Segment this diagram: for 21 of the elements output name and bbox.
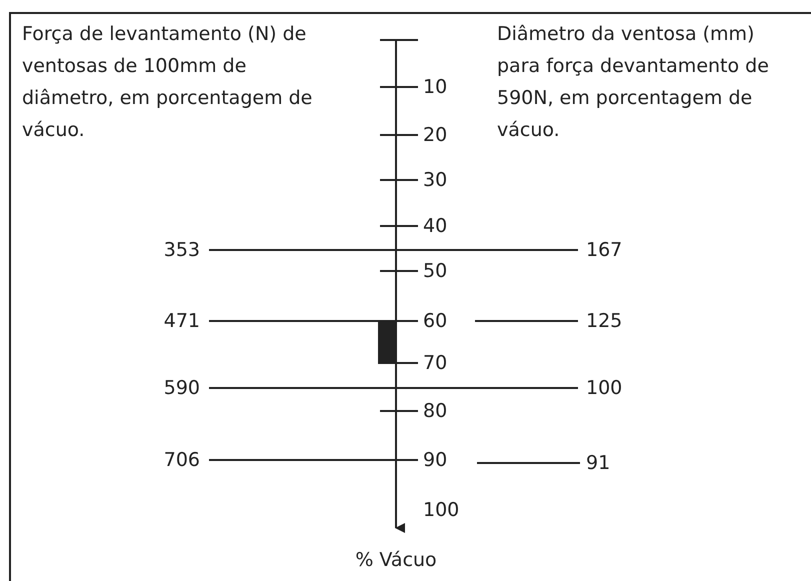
diameter-value: 91 (586, 451, 610, 476)
tick-label: 80 (423, 399, 448, 424)
tick-label: 70 (423, 351, 448, 376)
scale-description: Força de levantamento (N) de ventosas de 100mm de diâmetro, em porcentagem de vácuo. (22, 22, 314, 143)
tick-label: 20 (423, 123, 448, 148)
tick-label: 50 (423, 259, 448, 284)
diameter-value: 125 (586, 309, 622, 334)
tick-label: 30 (423, 168, 448, 193)
tick-label: 100 (423, 498, 460, 523)
tick-label: 10 (423, 75, 448, 100)
tick-label: 40 (423, 214, 448, 239)
force-value: 353 (164, 238, 200, 263)
force-value: 706 (164, 448, 200, 473)
scale-description: Diâmetro da ventosa (mm) para força devantamento de 590N, em porcentagem de vácuo. (497, 22, 770, 143)
axis-title: % Vácuo (355, 548, 437, 573)
tick-label: 90 (423, 448, 448, 473)
force-value: 590 (164, 376, 200, 401)
tick-label: 60 (423, 309, 448, 334)
diameter-value: 167 (586, 238, 622, 263)
force-value: 471 (164, 309, 200, 334)
diameter-value: 100 (586, 376, 622, 401)
